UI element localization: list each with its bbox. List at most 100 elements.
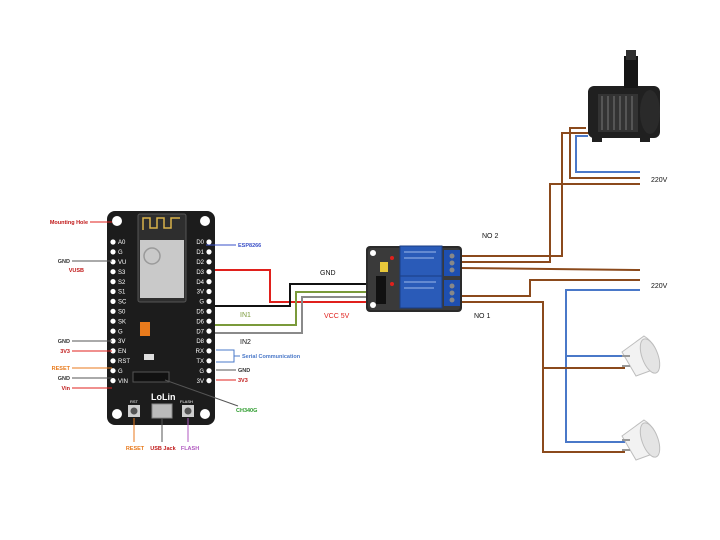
callout-3v3-left: 3V3 xyxy=(60,349,70,355)
mains-bottom-brown xyxy=(460,279,640,297)
no2-label: NO 2 xyxy=(482,233,498,240)
pin-label: SC xyxy=(118,300,127,306)
pump-outlet xyxy=(624,56,638,88)
terminal-screw-6 xyxy=(449,297,455,303)
water-pump xyxy=(588,50,660,142)
usb-jack xyxy=(151,403,173,419)
board-callout-texts: Mounting Hole GND VUSB GND 3V3 RESET GND… xyxy=(50,220,301,452)
rst-small-label: RST xyxy=(130,399,139,404)
relay-1-body xyxy=(399,275,443,309)
lamp-2 xyxy=(621,419,661,461)
pin-label: G xyxy=(199,300,204,306)
no2-line-brown xyxy=(459,267,641,271)
pin-label: RST xyxy=(118,359,130,365)
pump-foot-1 xyxy=(592,134,602,142)
pin-label: SK xyxy=(118,319,126,325)
pin-dot xyxy=(206,378,212,384)
mounting-hole-bl xyxy=(112,409,122,419)
pin-label: D3 xyxy=(196,270,204,276)
pin-dot xyxy=(110,328,116,334)
pin-dot xyxy=(110,288,116,295)
callout-ch340g: CH340G xyxy=(236,408,257,414)
pin-dot xyxy=(110,358,116,364)
pin-dot xyxy=(110,259,116,265)
pin-dot xyxy=(206,328,212,334)
ch340g-chip xyxy=(132,371,170,383)
pump-outlet-tip xyxy=(626,50,636,60)
pin-dot xyxy=(110,269,116,275)
reset-button[interactable] xyxy=(130,407,138,415)
pin-label: TX xyxy=(196,359,204,365)
callout-usb-jack: USB Jack xyxy=(150,446,176,452)
pump-blue-wire xyxy=(575,135,640,173)
pin-dot xyxy=(206,249,212,255)
pin-label: D6 xyxy=(196,319,204,325)
terminal-screw-2 xyxy=(449,260,455,266)
flash-button[interactable] xyxy=(184,407,192,415)
relay-mount-hole-2 xyxy=(370,302,376,308)
pin-label: 3V xyxy=(118,339,125,345)
pin-label: D5 xyxy=(196,310,204,316)
gnd-wire xyxy=(210,283,372,307)
nodemcu-board: RST FLASH LoLin A0GVUS3S2S1SCS0SKG3VENRS… xyxy=(107,211,215,425)
antenna-trace xyxy=(142,217,180,230)
no1-brown-wire xyxy=(460,301,625,453)
pin-dot xyxy=(110,239,116,245)
lamp-1 xyxy=(621,335,661,377)
pin-dot xyxy=(206,318,212,324)
pin-dot xyxy=(206,288,212,295)
pin-label: G xyxy=(118,250,123,256)
callout-reset-bottom: RESET xyxy=(126,446,145,452)
relay-led-2 xyxy=(390,256,394,260)
pin-label: A0 xyxy=(118,240,126,246)
pin-label: S1 xyxy=(118,290,126,296)
mains-top-brown xyxy=(460,183,640,263)
callout-reset-left: RESET xyxy=(52,366,71,372)
small-chip xyxy=(144,354,154,360)
pump-side xyxy=(640,90,660,134)
pin-dot xyxy=(110,249,116,255)
pump-to-relay-brown xyxy=(460,132,590,257)
wire-labels: GND IN1 VCC 5V IN2 NO 2 NO 1 220V 220V xyxy=(240,177,668,346)
callout-vusb: VUSB xyxy=(69,268,84,274)
pin-dot xyxy=(110,308,116,314)
pin-label: RX xyxy=(196,349,204,355)
terminal-screw-5 xyxy=(449,290,455,296)
terminal-screw-1 xyxy=(449,253,455,259)
esp-shield-logo xyxy=(143,247,161,265)
relay-mount-hole-1 xyxy=(370,250,376,256)
pin-dot xyxy=(206,259,212,265)
pump-brown-wire xyxy=(569,127,640,179)
vcc-wire-label: VCC 5V xyxy=(324,313,350,320)
in1-wire xyxy=(210,291,372,326)
pin-dot xyxy=(206,368,212,374)
pin-dot xyxy=(206,279,212,285)
callout-mounting-hole: Mounting Hole xyxy=(50,220,88,226)
terminal-screw-4 xyxy=(449,283,455,289)
callout-gnd-right: GND xyxy=(238,368,250,374)
pin-dot xyxy=(206,308,212,314)
pump-foot-2 xyxy=(640,134,650,142)
callout-esp8266: ESP8266 xyxy=(238,243,261,249)
callout-gnd-3: GND xyxy=(58,376,70,382)
pin-label: D0 xyxy=(196,240,204,246)
pin-dot xyxy=(110,338,116,344)
pump-vents xyxy=(601,96,633,130)
pin-dot xyxy=(110,378,116,384)
pin-dot xyxy=(206,338,212,344)
pin-dot xyxy=(206,239,212,245)
mains-bottom-label: 220V xyxy=(651,283,668,290)
pin-dot xyxy=(206,348,212,354)
callout-flash-bottom: FLASH xyxy=(181,446,199,452)
lamp-2-face xyxy=(639,422,661,458)
pin-label: S2 xyxy=(118,280,126,286)
pin-label: G xyxy=(118,369,123,375)
serial-line xyxy=(216,349,235,363)
no1-label: NO 1 xyxy=(474,313,490,320)
pin-dot xyxy=(110,279,116,285)
terminal-screw-3 xyxy=(449,267,455,273)
relay-led-1 xyxy=(390,282,394,286)
